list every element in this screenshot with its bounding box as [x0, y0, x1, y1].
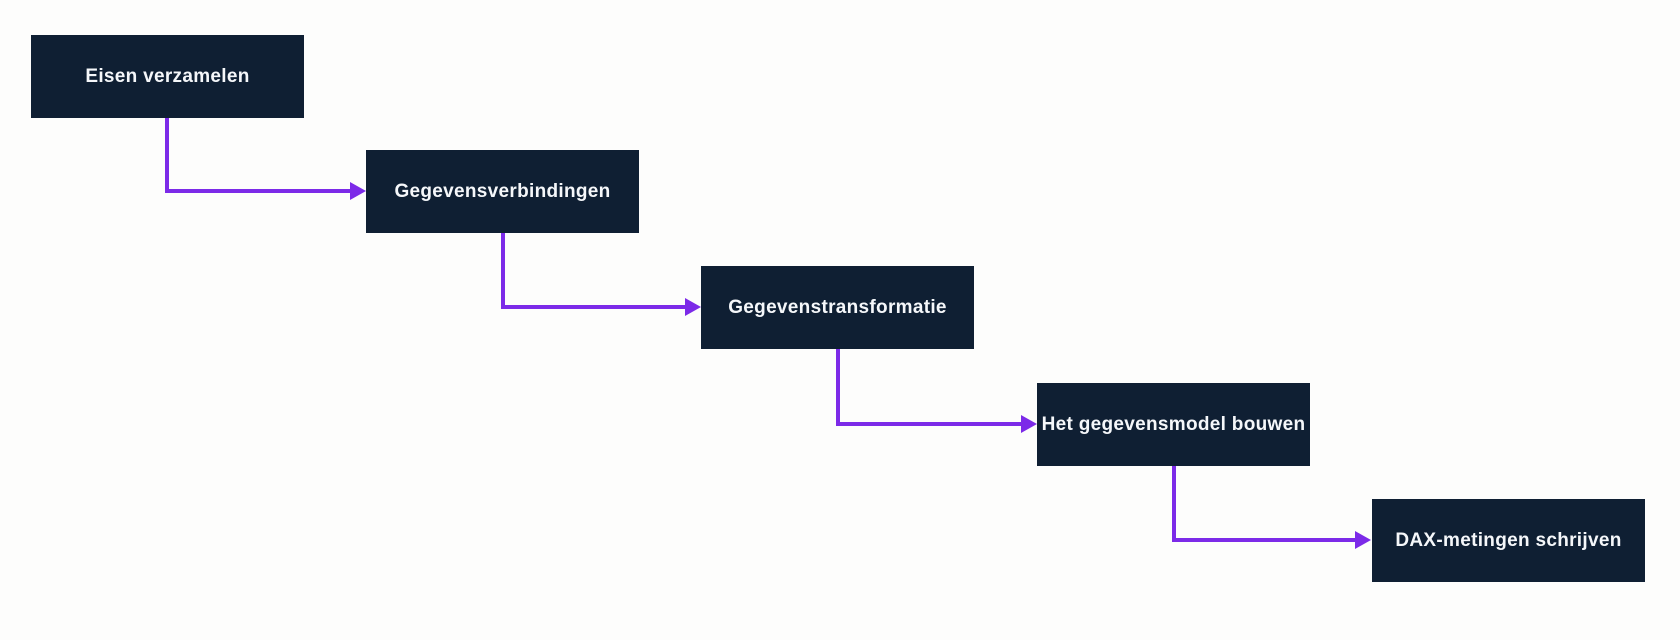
flow-node-gegevenstransformatie: Gegevenstransformatie: [701, 266, 974, 349]
flow-node-label: DAX-metingen schrijven: [1395, 529, 1622, 551]
flow-node-label: Gegevensverbindingen: [394, 180, 611, 202]
connector-arrowhead-2-icon: [685, 298, 701, 316]
flow-node-eisen-verzamelen: Eisen verzamelen: [31, 35, 304, 118]
connector-line-4: [1172, 465, 1356, 542]
connector-arrowhead-1-icon: [350, 182, 366, 200]
flow-node-label: Eisen verzamelen: [85, 65, 250, 87]
flow-node-label: Het gegevensmodel bouwen: [1041, 413, 1306, 435]
flow-node-label: Gegevenstransformatie: [728, 296, 947, 318]
flow-node-gegevensverbindingen: Gegevensverbindingen: [366, 150, 639, 233]
flow-node-dax-metingen-schrijven: DAX-metingen schrijven: [1372, 499, 1645, 582]
connector-line-2: [501, 232, 686, 309]
flow-node-het-gegevensmodel-bouwen: Het gegevensmodel bouwen: [1037, 383, 1310, 466]
connector-line-1: [165, 117, 351, 193]
connector-line-3: [836, 348, 1022, 426]
connector-arrowhead-3-icon: [1021, 415, 1037, 433]
connector-arrowhead-4-icon: [1355, 531, 1371, 549]
